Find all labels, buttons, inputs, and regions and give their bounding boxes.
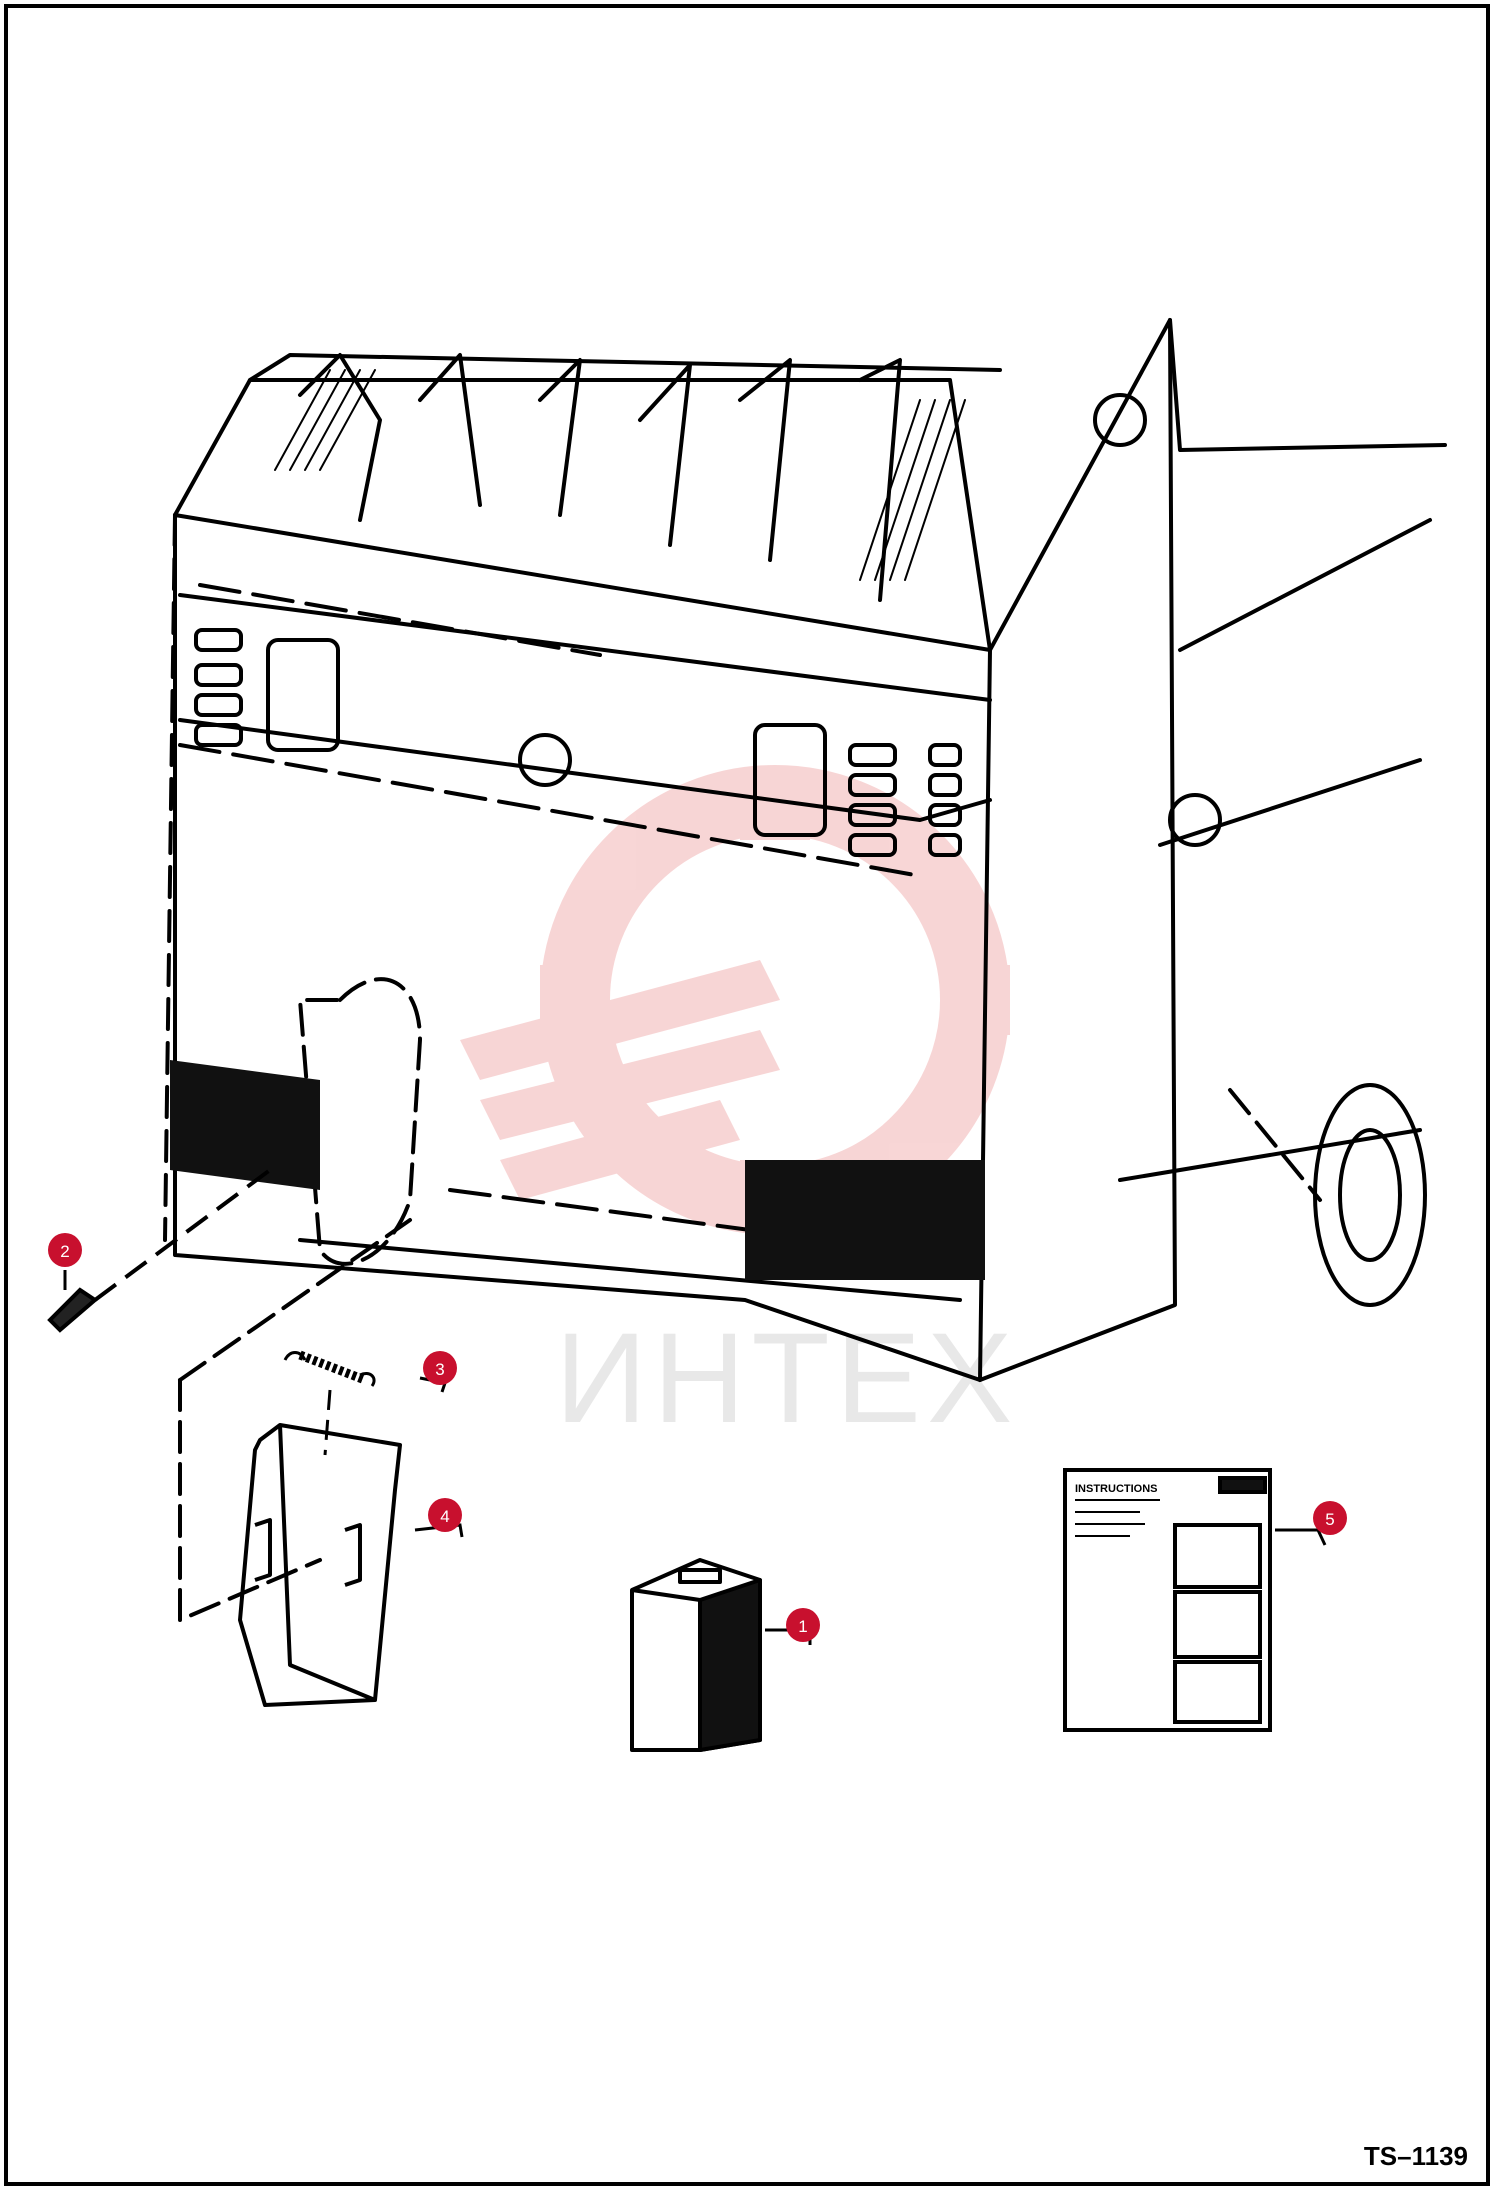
weight-block-part — [630, 1558, 762, 1752]
callout-1: 1 — [786, 1608, 820, 1642]
callout-5: 5 — [1313, 1501, 1347, 1535]
callout-1-label: 1 — [798, 1617, 807, 1636]
spring-part — [283, 1350, 376, 1456]
callout-4: 4 — [428, 1498, 462, 1532]
bracket-part — [238, 1423, 402, 1707]
left-weight-mount — [170, 1060, 320, 1190]
page-frame — [4, 4, 1490, 2186]
instructions-sheet-part — [1063, 1468, 1272, 1732]
callout-2-label: 2 — [60, 1242, 69, 1261]
callout-2: 2 — [48, 1233, 82, 1267]
callout-5-label: 5 — [1325, 1510, 1334, 1529]
reference-code: TS–1139 — [1363, 2141, 1468, 2171]
bolt-part — [47, 1168, 272, 1333]
right-weight-mount — [745, 1160, 985, 1280]
callout-3-label: 3 — [435, 1360, 444, 1379]
callout-4-label: 4 — [440, 1507, 449, 1526]
instructions-heading: INSTRUCTIONS — [1075, 1483, 1158, 1495]
callout-3: 3 — [423, 1351, 457, 1385]
